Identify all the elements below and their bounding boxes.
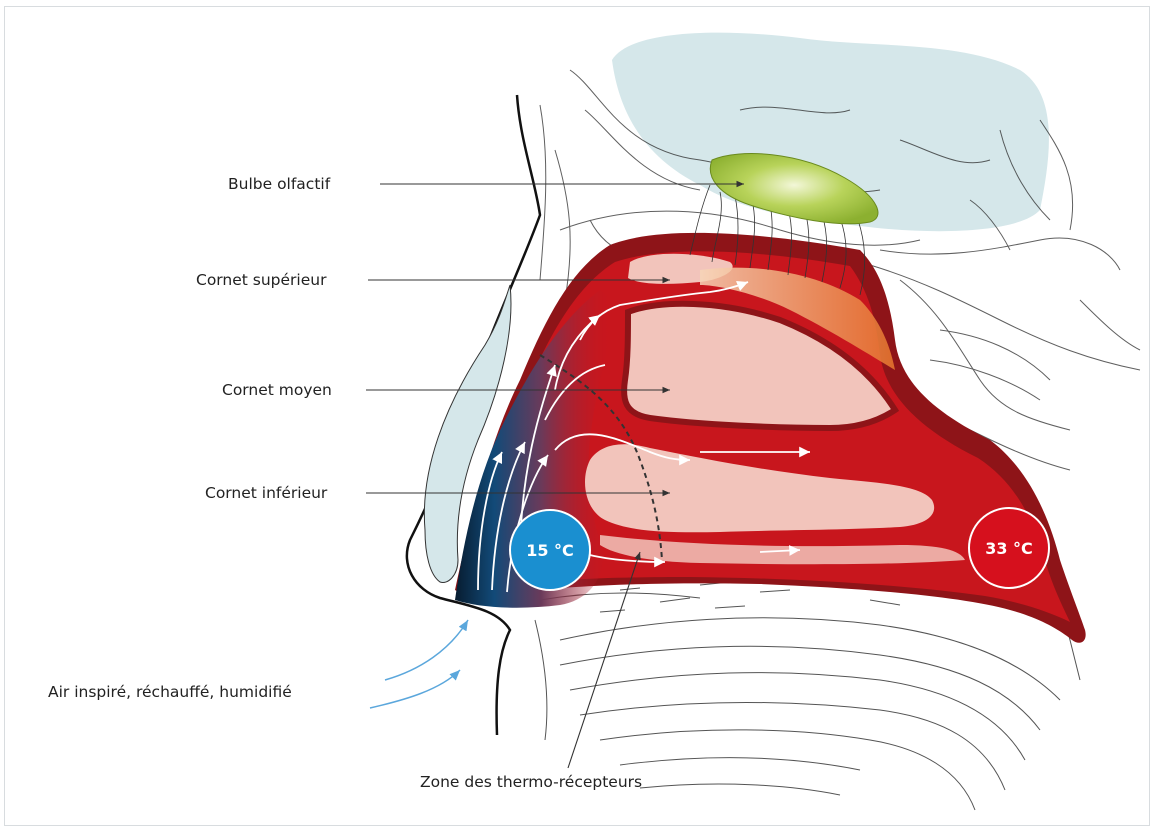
label-bulbe-olfactif: Bulbe olfactif: [228, 174, 330, 194]
label-cornet-moyen: Cornet moyen: [222, 380, 332, 400]
inspired-air-arrows: [370, 620, 468, 708]
temperature-badge-cold: 15 °C: [509, 509, 591, 591]
label-zone-thermo-recepteurs: Zone des thermo-récepteurs: [420, 772, 642, 792]
label-air-inspire: Air inspiré, réchauffé, humidifié: [48, 682, 292, 702]
temperature-badge-warm: 33 °C: [968, 507, 1050, 589]
label-cornet-superieur: Cornet supérieur: [196, 270, 326, 290]
label-cornet-inferieur: Cornet inférieur: [205, 483, 327, 503]
